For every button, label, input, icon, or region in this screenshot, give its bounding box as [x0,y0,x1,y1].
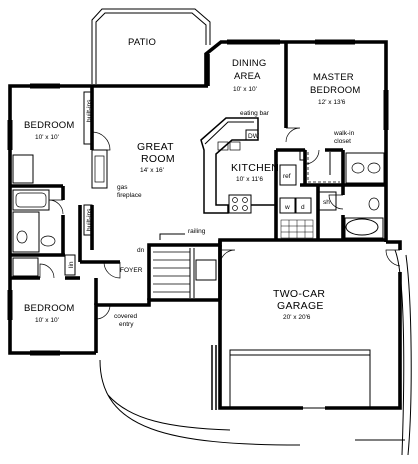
door-swings [39,127,401,320]
walkin-label-2: closet [334,138,351,145]
builtins-top-label: built-ins [86,99,93,122]
range [228,194,252,214]
dining-label-2: AREA [234,71,261,82]
washer [279,197,296,214]
hall-sink [40,235,56,247]
covered-label: covered [114,313,138,320]
builtins-bottom-label: built-ins [86,208,93,231]
master-vanity [345,152,385,184]
hall-tub [12,189,50,211]
ref-label: ref [283,173,291,180]
garage-label-1: TWO-CAR [273,288,325,300]
dn-label: dn [137,247,145,254]
master-tub [345,218,379,236]
kitchen-counters [200,117,314,239]
kitchen-sink [217,141,229,151]
kitchen-dim: 10' x 11'6 [236,176,263,183]
master-dim: 12' x 13'6 [318,99,346,106]
shower [317,191,337,211]
shower-label: sh [323,199,330,206]
great-room-label-2: ROOM [141,153,175,165]
master-toilet [368,197,380,211]
hall-vanity [12,211,40,253]
garage-dim: 20' x 20'6 [283,314,311,321]
hall-toilet [16,230,28,244]
entry-label: entry [119,321,134,328]
eating-bar-label: eating bar [240,110,270,117]
driveway [99,249,412,456]
linen-closet [64,254,76,276]
gas-fireplace [91,149,108,189]
great-room-dim: 14' x 16' [140,167,164,174]
hall-bath-fixtures [12,189,76,276]
fireplace-label: fireplace [117,192,142,199]
foyer-label: FOYER [120,267,143,274]
garage-label-2: GARAGE [277,300,324,312]
bedroom-bottom-label: BEDROOM [24,303,75,314]
bedroom-top-dim: 10' x 10' [35,134,59,141]
master-bath-fixtures [307,152,385,239]
dryer [295,197,312,214]
dw-label: DW [248,133,260,140]
walkin-label-1: walk-in [333,130,355,137]
dishwasher [245,129,259,141]
patio-label: PATIO [128,37,156,48]
windows [7,39,389,356]
lin-label: lin [68,261,75,268]
patio-outline [91,8,211,84]
railing-label: railing [188,228,206,235]
master-label-1: MASTER [313,72,354,83]
garage-door [211,345,371,410]
bedroom-bottom-dim: 10' x 10' [35,317,59,324]
great-room-label-1: GREAT [137,141,174,153]
stairs [153,233,217,298]
bedroom-top-label: BEDROOM [24,120,75,131]
refrigerator [279,164,297,186]
bedroom-closet-top [12,154,34,184]
master-label-2: BEDROOM [310,85,361,96]
kitchen-label: KITCHEN [231,162,279,174]
dining-dim: 10' x 10' [233,86,257,93]
bedroom-closet-bottom [12,257,39,277]
gas-label: gas [117,184,128,191]
dining-label-1: DINING [232,58,266,69]
built-ins [12,91,108,277]
dryer-label: d [301,204,305,211]
washer-label: w [284,204,290,211]
